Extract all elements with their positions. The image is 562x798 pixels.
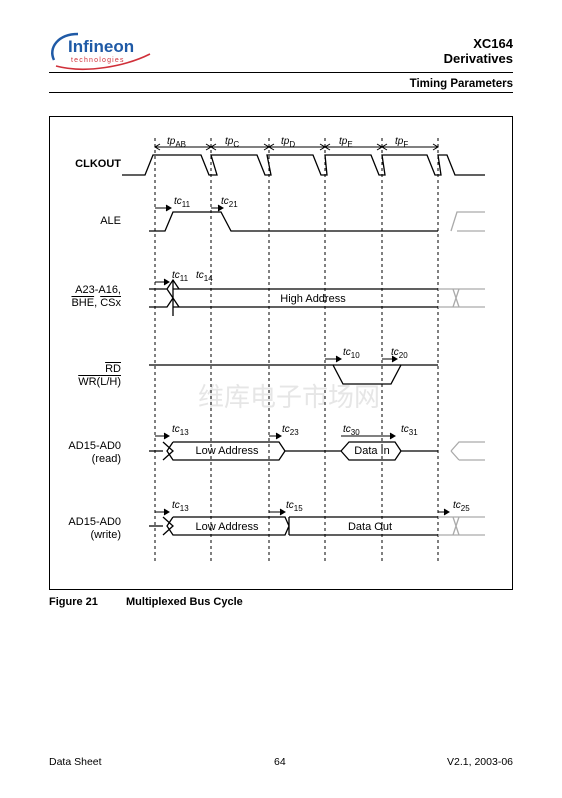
arrow-tc20-head [391, 355, 398, 363]
ale-wave [149, 211, 438, 232]
arrow-tc13-write-head [163, 508, 170, 516]
logo-swoosh-icon [51, 32, 79, 61]
signal-label-ad-write-1: AD15-AD0 [68, 516, 121, 528]
addr-bus-next [438, 288, 485, 308]
footer-page-number: 64 [274, 756, 286, 768]
ad-write-wave [149, 516, 438, 536]
arrow-tc23-head [275, 432, 282, 440]
bus-label-low-address-write: Low Address [196, 521, 259, 533]
addr-bus [172, 280, 438, 316]
param-tc13-write: tc13 [172, 500, 189, 513]
rd-wave [149, 364, 438, 385]
param-tc21: tc21 [221, 196, 238, 209]
param-tc25: tc25 [453, 500, 470, 513]
signal-label-ad-read-2: (read) [91, 453, 121, 465]
signal-label-wr: WR(L/H) [11, 375, 121, 389]
period-label-tpc: tpC [225, 136, 239, 149]
param-tc31: tc31 [401, 424, 418, 437]
watermark: 维库电子市场网 [198, 383, 380, 413]
signal-label-ad-read-1: AD15-AD0 [68, 440, 121, 452]
arrow-tc13-read-head [163, 432, 170, 440]
signal-label-rd: RD [11, 362, 121, 376]
ad-read-wave [149, 441, 438, 461]
period-label-tpab: tpAB [167, 136, 186, 149]
signal-label-bhe: BHE [71, 297, 95, 309]
figure-number: Figure 21 [49, 596, 98, 608]
bus-label-data-in: Data In [354, 445, 389, 457]
arrow-tc10-head [335, 355, 342, 363]
param-tc11-addr: tc11 [172, 270, 189, 283]
signal-label-wr-b: /H) [106, 376, 121, 388]
param-tc11: tc11 [174, 196, 191, 209]
ale-wave-next [450, 211, 485, 232]
param-tc20: tc20 [391, 347, 408, 360]
bus-label-data-out: Data Out [348, 521, 392, 533]
section-title: Timing Parameters [409, 78, 513, 90]
bus-label-high-address: High Address [280, 293, 346, 305]
clkout-wave [122, 154, 485, 176]
timing-diagram: 维库电子市场网 tpAB tpC tpD tpE tpF tc11 tc21 t… [122, 136, 485, 562]
signal-label-wr-l: L [100, 376, 107, 388]
period-label-tpe: tpE [339, 136, 353, 149]
waveforms [122, 154, 485, 536]
arrow-tc11-head [165, 204, 172, 212]
bus-label-low-address-read: Low Address [196, 445, 259, 457]
infineon-logo: Infineon technologies [51, 32, 151, 71]
param-tc23: tc23 [282, 424, 299, 437]
signal-label-clkout: CLKOUT [75, 158, 121, 170]
param-tc14: tc14 [196, 270, 213, 283]
signal-label-rd-text: RD [105, 363, 121, 375]
svg-text:technologies: technologies [71, 57, 125, 64]
signal-label-wr-a: WR( [78, 376, 101, 388]
signal-label-ale: ALE [100, 215, 121, 227]
section-rule [49, 92, 513, 93]
guide-lines [154, 138, 439, 562]
arrow-tc11-addr-head [163, 278, 170, 286]
footer-version: V2.1, 2003-06 [447, 756, 513, 768]
timing-arrows [154, 143, 450, 516]
period-label-tpf: tpF [395, 136, 408, 149]
arrow-tc25-head [443, 508, 450, 516]
param-tc30: tc30 [343, 424, 360, 437]
product-name: XC164 [473, 36, 513, 51]
period-arrow-head [381, 143, 439, 151]
header-rule [49, 72, 513, 73]
figure-frame [49, 116, 513, 590]
svg-text:Infineon: Infineon [68, 37, 134, 56]
ad-write-next [438, 516, 485, 536]
signal-label-address-line1: A23-A16, [75, 284, 121, 296]
signal-label-ad-write-2: (write) [90, 529, 121, 541]
param-tc13-read: tc13 [172, 424, 189, 437]
footer-doc-type: Data Sheet [49, 756, 102, 768]
grey-waveforms [438, 211, 485, 536]
logo-arc-icon [55, 53, 151, 71]
signal-label-separator: , [94, 297, 101, 309]
signal-label-address-line2: BHE, CSx [11, 296, 121, 310]
ad-read-next [450, 441, 485, 461]
figure-title: Multiplexed Bus Cycle [126, 596, 243, 608]
period-label-tpd: tpD [281, 136, 295, 149]
param-tc10: tc10 [343, 347, 360, 360]
signal-label-csx: CSx [100, 297, 121, 309]
arrow-tc30-head [389, 432, 396, 440]
arrow-tc15-head [279, 508, 286, 516]
param-tc15: tc15 [286, 500, 303, 513]
arrow-tc21-head [217, 204, 224, 212]
product-subtitle: Derivatives [443, 51, 513, 66]
